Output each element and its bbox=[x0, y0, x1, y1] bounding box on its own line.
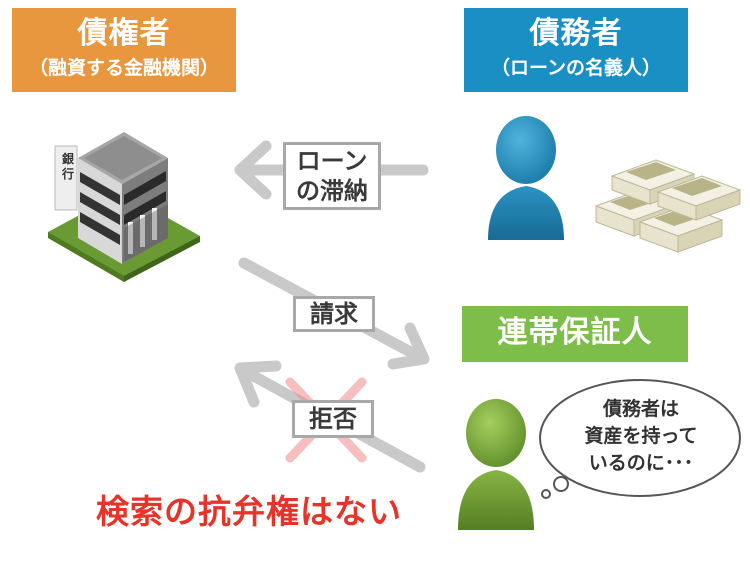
loan-default-label-line2: の滞納 bbox=[296, 177, 368, 205]
loan-default-label-line1: ローン bbox=[296, 147, 368, 175]
loan-default-label: ローン の滞納 bbox=[283, 142, 381, 210]
creditor-subtitle: （融資する金融機関） bbox=[28, 57, 219, 79]
guarantor-box: 連帯保証人 bbox=[462, 306, 688, 362]
bubble-line-2: 資産を持って bbox=[584, 425, 698, 447]
debtor-box: 債務者 （ローンの名義人） bbox=[464, 8, 688, 92]
bubble-text: 債務者は 資産を持って いるのに･･･ bbox=[552, 396, 730, 477]
guarantor-person-icon bbox=[458, 399, 534, 530]
bank-building-icon bbox=[48, 132, 200, 282]
bank-sign-char-1: 銀 bbox=[62, 152, 75, 166]
bank-sign: 銀 行 bbox=[62, 152, 76, 182]
guarantor-title: 連帯保証人 bbox=[497, 315, 653, 350]
creditor-title: 債権者 bbox=[77, 16, 171, 51]
conclusion-text: 検索の抗弁権はない bbox=[96, 492, 402, 531]
debtor-title: 債務者 bbox=[529, 16, 623, 51]
creditor-box: 債権者 （融資する金融機関） bbox=[12, 8, 236, 92]
thought-bubble bbox=[539, 379, 741, 499]
debtor-person-icon bbox=[488, 116, 564, 240]
claim-label: 請求 bbox=[293, 296, 375, 332]
money-stack-icon bbox=[594, 159, 742, 253]
bank-sign-char-2: 行 bbox=[62, 167, 75, 181]
refuse-label: 拒否 bbox=[292, 400, 374, 438]
debtor-subtitle: （ローンの名義人） bbox=[490, 57, 662, 79]
bubble-line-3: いるのに･･･ bbox=[588, 452, 694, 474]
bubble-line-1: 債務者は bbox=[602, 398, 679, 420]
